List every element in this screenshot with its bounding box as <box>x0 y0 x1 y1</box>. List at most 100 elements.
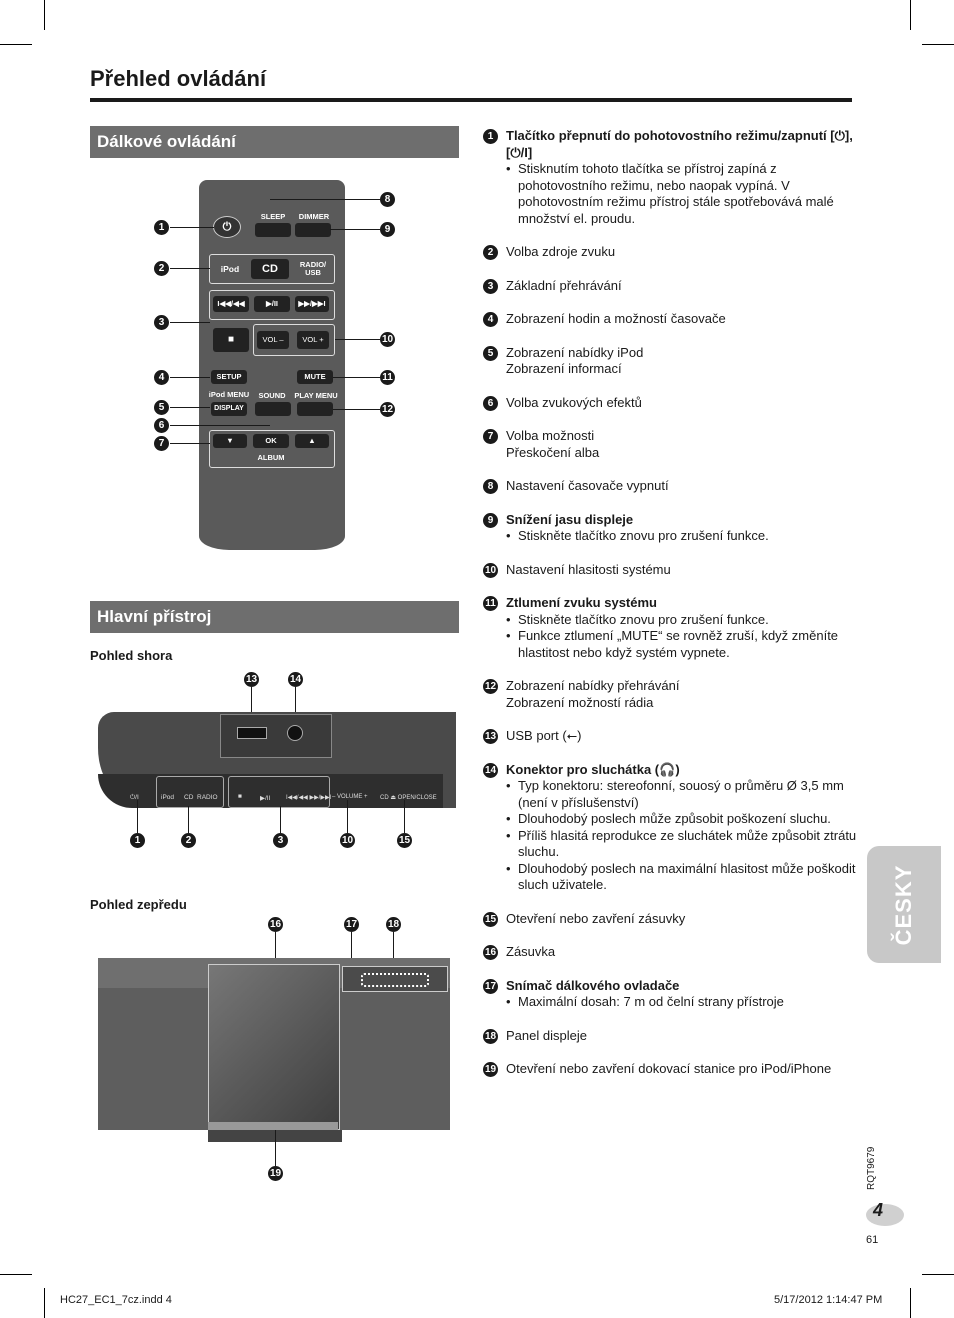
callout-3: 3 <box>154 315 169 330</box>
display-panel-outline <box>361 973 429 987</box>
item-text: Nastavení hlasitosti systému <box>506 561 671 577</box>
callout-line <box>170 377 210 378</box>
item-text: Panel displeje <box>506 1027 587 1043</box>
callout-10-unit: 10 <box>340 833 355 848</box>
callout-line <box>137 800 138 833</box>
ipod-label: iPod <box>220 264 240 274</box>
item-bullet: Funkce ztlumení „MUTE“ se rovněž zruší, … <box>506 628 863 661</box>
up-button: ▲ <box>295 434 329 448</box>
item-bullet: Stiskněte tlačítko znovu pro zrušení fun… <box>506 612 863 629</box>
item-heading: Ztlumení zvuku systému <box>506 595 657 610</box>
callout-line <box>330 229 380 230</box>
item-bullet: Stiskněte tlačítko znovu pro zrušení fun… <box>506 528 863 545</box>
radio-label: RADIO/ <box>299 260 327 269</box>
headphone-jack-icon <box>287 725 303 741</box>
setup-button: SETUP <box>211 370 247 384</box>
callout-line <box>275 1130 276 1166</box>
item-heading: Konektor pro sluchátka (🎧) <box>506 761 680 777</box>
item-bullet: Dlouhodobý poslech na maximální hlasitos… <box>506 861 863 894</box>
item-text: Volba možnosti <box>506 428 595 443</box>
page-title: Přehled ovládání <box>90 66 267 91</box>
callout-4: 4 <box>154 370 169 385</box>
list-item: 18 Panel displeje <box>483 1028 863 1045</box>
callout-line <box>251 687 252 727</box>
item-number: 19 <box>483 1062 498 1077</box>
display-button: DISPLAY <box>211 402 247 416</box>
item-heading: Snížení jasu displeje <box>506 511 634 527</box>
callout-line <box>170 268 210 269</box>
display-panel <box>342 966 448 992</box>
item-number: 2 <box>483 245 498 260</box>
crop-mark <box>44 1288 45 1318</box>
item-bullet: Maximální dosah: 7 m od čelní strany pří… <box>506 994 863 1011</box>
item-text: Přeskočení alba <box>506 444 600 460</box>
item-number: 18 <box>483 1028 498 1044</box>
callout-15: 15 <box>397 833 412 848</box>
item-number: 16 <box>483 945 498 960</box>
callout-line <box>295 687 296 725</box>
play-menu-button <box>297 402 333 416</box>
item-text: Zobrazení nabídky iPod <box>506 344 644 360</box>
callout-5: 5 <box>154 400 169 415</box>
callout-7: 7 <box>154 436 169 451</box>
item-heading: Snímač dálkového ovladače <box>506 977 680 993</box>
vol-down-button: VOL – <box>257 331 289 349</box>
callout-14: 14 <box>288 672 303 687</box>
item-bullet: Typ konektoru: stereofonní, souosý o prů… <box>506 778 863 811</box>
callout-8: 8 <box>380 192 395 207</box>
item-bullet: Dlouhodobý poslech může způsobit poškoze… <box>506 811 863 828</box>
item-number: 13 <box>483 729 498 744</box>
crop-mark <box>922 44 954 45</box>
doc-code: RQT9679 <box>866 1146 877 1190</box>
callout-10: 10 <box>380 332 395 347</box>
callout-9: 9 <box>380 222 395 237</box>
item-number: 15 <box>483 911 498 927</box>
unit-power-label: ⏻/I <box>130 794 139 801</box>
callout-6: 6 <box>154 418 169 433</box>
callout-12: 12 <box>380 402 395 417</box>
item-text: USB port (⭠) <box>506 728 582 743</box>
stop-button: ■ <box>213 328 249 352</box>
item-text: Otevření nebo zavření dokovací stanice p… <box>506 1061 832 1076</box>
item-number: 12 <box>483 679 498 694</box>
sound-label: SOUND <box>258 391 286 400</box>
volume-group <box>253 324 335 356</box>
item-number: 9 <box>483 512 498 528</box>
item-bullet: Stisknutím tohoto tlačítka se přístroj z… <box>506 161 863 227</box>
ok-button: OK <box>253 434 289 448</box>
item-text: Nastavení časovače vypnutí <box>506 478 669 493</box>
unit-cd-label: CD <box>184 794 194 801</box>
callout-line <box>404 800 405 833</box>
list-item: 9 Snížení jasu displejeStiskněte tlačítko… <box>483 512 863 545</box>
footer-right: 5/17/2012 1:14:47 PM <box>774 1294 883 1306</box>
item-text: Základní přehrávání <box>506 277 622 293</box>
down-button: ▼ <box>213 434 247 448</box>
callout-line <box>270 199 380 200</box>
callout-line <box>335 339 380 340</box>
item-text: Otevření nebo zavření zásuvky <box>506 910 686 926</box>
language-tab-label: ČESKY <box>891 864 916 945</box>
playback-group <box>209 290 335 320</box>
unit-top-view: ⏻/I iPod CD RADIO ■ ▶/II I◀◀/◀◀ ▶▶/▶▶I –… <box>98 712 456 808</box>
callout-16: 16 <box>268 917 283 932</box>
page-number: 4 <box>873 1200 884 1220</box>
callout-line <box>188 806 189 833</box>
item-heading: Tlačítko přepnutí do pohotovostního reži… <box>506 128 853 160</box>
callout-3-unit: 3 <box>273 833 288 848</box>
callout-line <box>333 377 380 378</box>
unit-source-group <box>156 776 224 808</box>
play-menu-label: PLAY MENU <box>294 391 338 400</box>
item-number: 4 <box>483 312 498 327</box>
crop-mark <box>0 44 32 45</box>
page-number-badge <box>866 1204 904 1226</box>
list-item: 19 Otevření nebo zavření dokovací stanice… <box>483 1061 863 1078</box>
